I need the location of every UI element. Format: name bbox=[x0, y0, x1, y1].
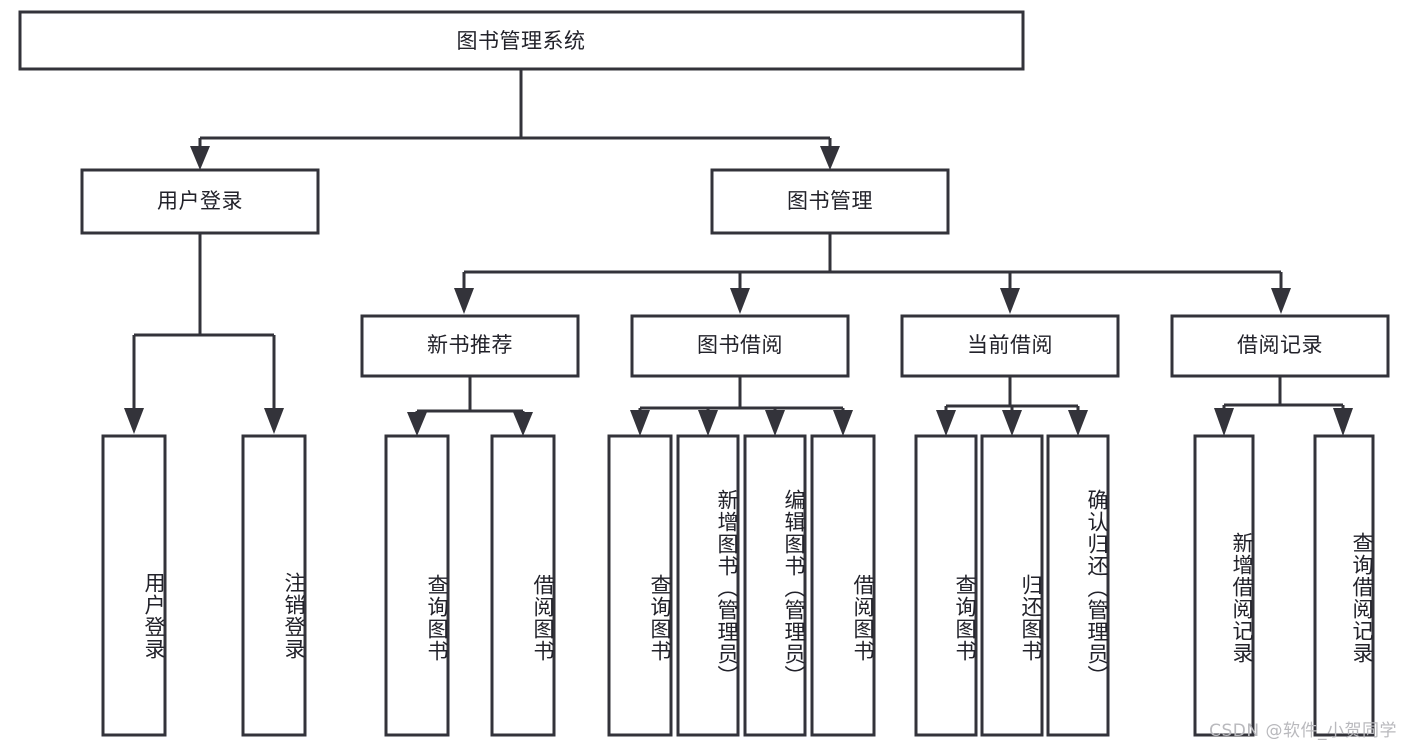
node-current-borrow-label: 当前借阅 bbox=[967, 333, 1053, 357]
node-book-manage-box[interactable] bbox=[710, 168, 950, 235]
arrow-to-leaf-borrow-book-2 bbox=[833, 410, 853, 436]
connector-group-borrow-record bbox=[1214, 376, 1353, 436]
node-leaf-logout-box[interactable] bbox=[241, 434, 307, 737]
node-leaf-return-book-box[interactable] bbox=[980, 434, 1044, 737]
node-leaf-borrow-book-2-box[interactable] bbox=[810, 434, 876, 737]
arrow-to-borrow-record bbox=[1271, 288, 1291, 314]
node-borrow-record-label: 借阅记录 bbox=[1237, 333, 1323, 357]
node-book-borrow-box[interactable] bbox=[630, 314, 850, 378]
node-leaf-query-record-box[interactable] bbox=[1313, 434, 1375, 737]
node-leaf-borrow-book-1-box[interactable] bbox=[490, 434, 556, 737]
node-new-book-rec-label: 新书推荐 bbox=[427, 333, 513, 357]
connector-group-book-manage bbox=[454, 233, 1291, 314]
node-leaf-query-book-2-box[interactable] bbox=[607, 434, 673, 737]
node-leaf-query-book-1-box[interactable] bbox=[384, 434, 450, 737]
node-current-borrow-box[interactable] bbox=[900, 314, 1120, 378]
arrow-to-leaf-query-book-2 bbox=[630, 410, 650, 436]
arrow-to-leaf-query-record bbox=[1333, 408, 1353, 436]
node-root-label: 图书管理系统 bbox=[457, 29, 586, 53]
arrow-to-leaf-add-book bbox=[698, 410, 718, 436]
node-book-borrow-label: 图书借阅 bbox=[697, 333, 783, 357]
connector-group-root bbox=[190, 69, 840, 170]
arrow-to-book-borrow bbox=[730, 288, 750, 314]
node-new-book-rec[interactable]: 新书推荐 bbox=[360, 314, 580, 378]
node-leaf-user-login-box[interactable] bbox=[101, 434, 167, 737]
arrow-to-leaf-borrow-book-1 bbox=[513, 412, 533, 436]
node-book-manage[interactable]: 图书管理 bbox=[710, 168, 950, 235]
arrow-to-leaf-logout bbox=[264, 408, 284, 434]
csdn-watermark: CSDN @软件_小贺同学 bbox=[1209, 721, 1397, 741]
node-book-borrow[interactable]: 图书借阅 bbox=[630, 314, 850, 378]
arrow-to-leaf-query-book-3 bbox=[936, 410, 956, 436]
arrow-to-leaf-edit-book bbox=[765, 410, 785, 436]
arrow-to-current-borrow bbox=[1000, 288, 1020, 314]
node-leaf-edit-book-box[interactable] bbox=[743, 434, 807, 737]
node-current-borrow[interactable]: 当前借阅 bbox=[900, 314, 1120, 378]
node-borrow-record[interactable]: 借阅记录 bbox=[1170, 314, 1390, 378]
arrow-to-leaf-user-login bbox=[124, 408, 144, 434]
connector-group-new-book-rec bbox=[407, 376, 533, 436]
arrow-to-book-manage bbox=[820, 146, 840, 170]
connector-group-current-borrow bbox=[936, 376, 1088, 436]
arrow-to-leaf-return-book bbox=[1002, 410, 1022, 436]
node-book-manage-label: 图书管理 bbox=[787, 189, 873, 213]
connector-group-book-borrow bbox=[630, 376, 853, 436]
node-leaf-confirm-return-box[interactable] bbox=[1046, 434, 1110, 737]
connector-group-user-login bbox=[124, 233, 284, 434]
arrow-to-leaf-confirm-return bbox=[1068, 410, 1088, 436]
node-leaf-add-book-box[interactable] bbox=[676, 434, 740, 737]
node-user-login-label: 用户登录 bbox=[157, 189, 243, 213]
node-borrow-record-box[interactable] bbox=[1170, 314, 1390, 378]
node-leaf-add-record-box[interactable] bbox=[1193, 434, 1255, 737]
arrow-to-new-book-rec bbox=[454, 288, 474, 314]
arrow-to-leaf-add-record bbox=[1214, 408, 1234, 436]
node-root-box[interactable] bbox=[18, 10, 1025, 71]
node-root[interactable]: 图书管理系统 bbox=[18, 10, 1025, 71]
node-user-login[interactable]: 用户登录 bbox=[80, 168, 320, 235]
node-new-book-rec-box[interactable] bbox=[360, 314, 580, 378]
node-leaf-query-book-3-box[interactable] bbox=[914, 434, 978, 737]
node-user-login-box[interactable] bbox=[80, 168, 320, 235]
arrow-to-leaf-query-book-1 bbox=[407, 412, 427, 436]
arrow-to-user-login bbox=[190, 146, 210, 170]
